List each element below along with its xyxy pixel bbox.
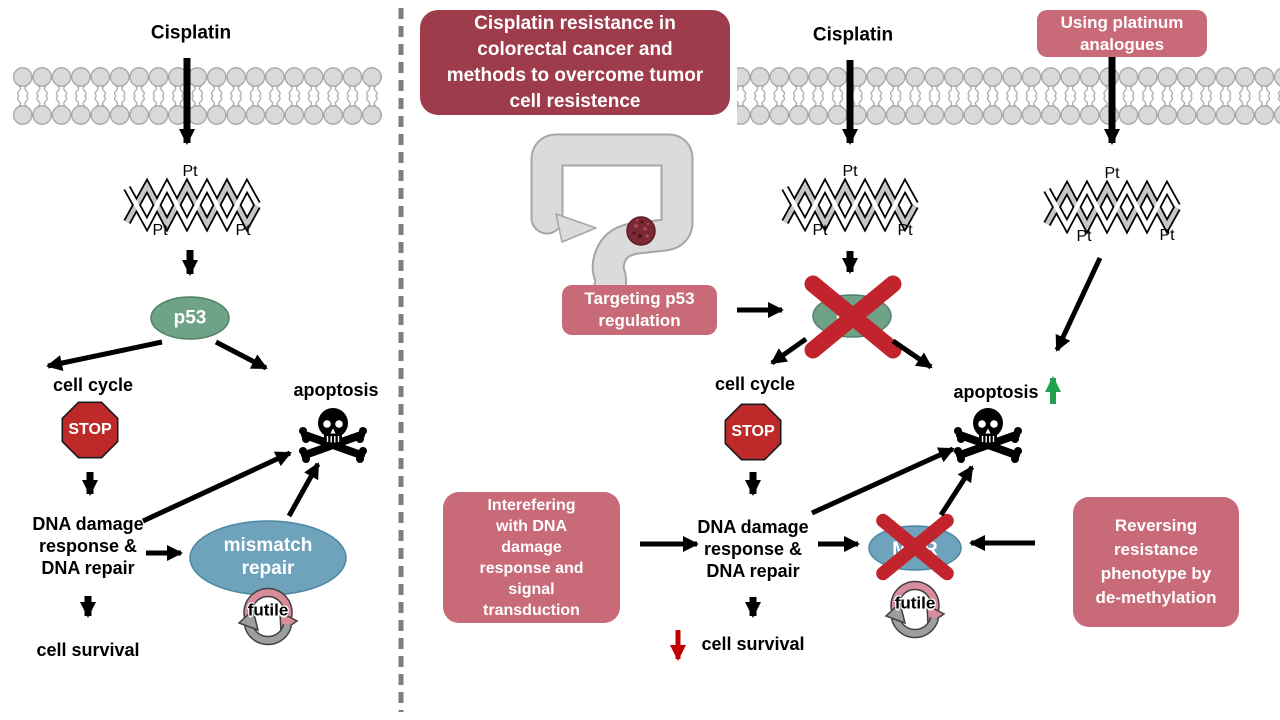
- arrow-p53-to-apoptosis: [214, 339, 268, 371]
- tumor-icon: [626, 216, 656, 246]
- pt-label: Pt: [235, 222, 251, 240]
- dna-helix-icon: [1047, 188, 1177, 226]
- reversing-box: Reversing resistance phenotype by de-met…: [1073, 497, 1239, 627]
- mismatch-repair-label: mismatch repair: [223, 534, 313, 579]
- stop-label-right: STOP: [731, 423, 775, 441]
- title-box: Cisplatin resistance in colorectal cance…: [420, 10, 730, 115]
- cisplatin-label-right: Cisplatin: [812, 24, 894, 46]
- cisplatin-label-left: Cisplatin: [150, 22, 232, 44]
- dna-damage-label-right: DNA damage response & DNA repair: [697, 517, 809, 581]
- pt-label: Pt: [842, 163, 858, 181]
- arrows-left-panel: [46, 58, 321, 618]
- lipid-bilayer-icon: [13, 67, 1280, 125]
- targeting-p53-box: Targeting p53 regulation: [562, 285, 717, 335]
- arrows-right-panel: [640, 57, 1120, 618]
- arrow-analogue-dna-to-apoptosis: [1054, 256, 1103, 352]
- dna-helix-icon: [785, 186, 915, 224]
- arrow-p53-to-apoptosis: [891, 338, 933, 370]
- p53-label: p53: [173, 307, 207, 329]
- arrow-mmr-to-apoptosis: [938, 465, 975, 517]
- pt-label: Pt: [182, 163, 198, 181]
- p53-ellipse: [150, 296, 230, 340]
- pt-label: Pt: [897, 222, 913, 240]
- dna-helix-icon: [127, 186, 257, 224]
- apoptosis-label-right: apoptosis: [953, 382, 1039, 403]
- arrow-dna-damage-to-apoptosis: [141, 450, 292, 524]
- platinum-analogues-box: Using platinum analogues: [1037, 10, 1207, 57]
- pt-label: Pt: [1076, 228, 1092, 246]
- cell-cycle-label-left: cell cycle: [52, 375, 134, 396]
- futile-label-right: futile: [894, 593, 936, 613]
- stop-label-left: STOP: [68, 421, 112, 439]
- cell-cycle-label-right: cell cycle: [714, 374, 796, 395]
- skull-crossbones-icon: [954, 408, 1022, 463]
- arrow-mismatch-to-apoptosis: [286, 462, 321, 518]
- colon-icon: [530, 133, 694, 309]
- pt-label: Pt: [152, 222, 168, 240]
- futile-label-left: futile: [247, 600, 289, 620]
- apoptosis-label-left: apoptosis: [293, 380, 379, 401]
- pt-label: Pt: [812, 222, 828, 240]
- arrow-dna-damage-to-apoptosis: [810, 446, 955, 516]
- dna-damage-label-left: DNA damage response & DNA repair: [32, 514, 144, 578]
- cell-survival-label-left: cell survival: [36, 640, 140, 661]
- arrow-p53-to-cell-cycle: [770, 336, 808, 366]
- pt-label: Pt: [1104, 165, 1120, 183]
- arrow-p53-to-cell-cycle: [46, 339, 163, 371]
- cell-survival-label-right: cell survival: [701, 634, 805, 655]
- skull-crossbones-icon: [299, 408, 367, 463]
- interfering-box: Interefering with DNA damage response an…: [443, 492, 620, 623]
- pt-label: Pt: [1159, 227, 1175, 245]
